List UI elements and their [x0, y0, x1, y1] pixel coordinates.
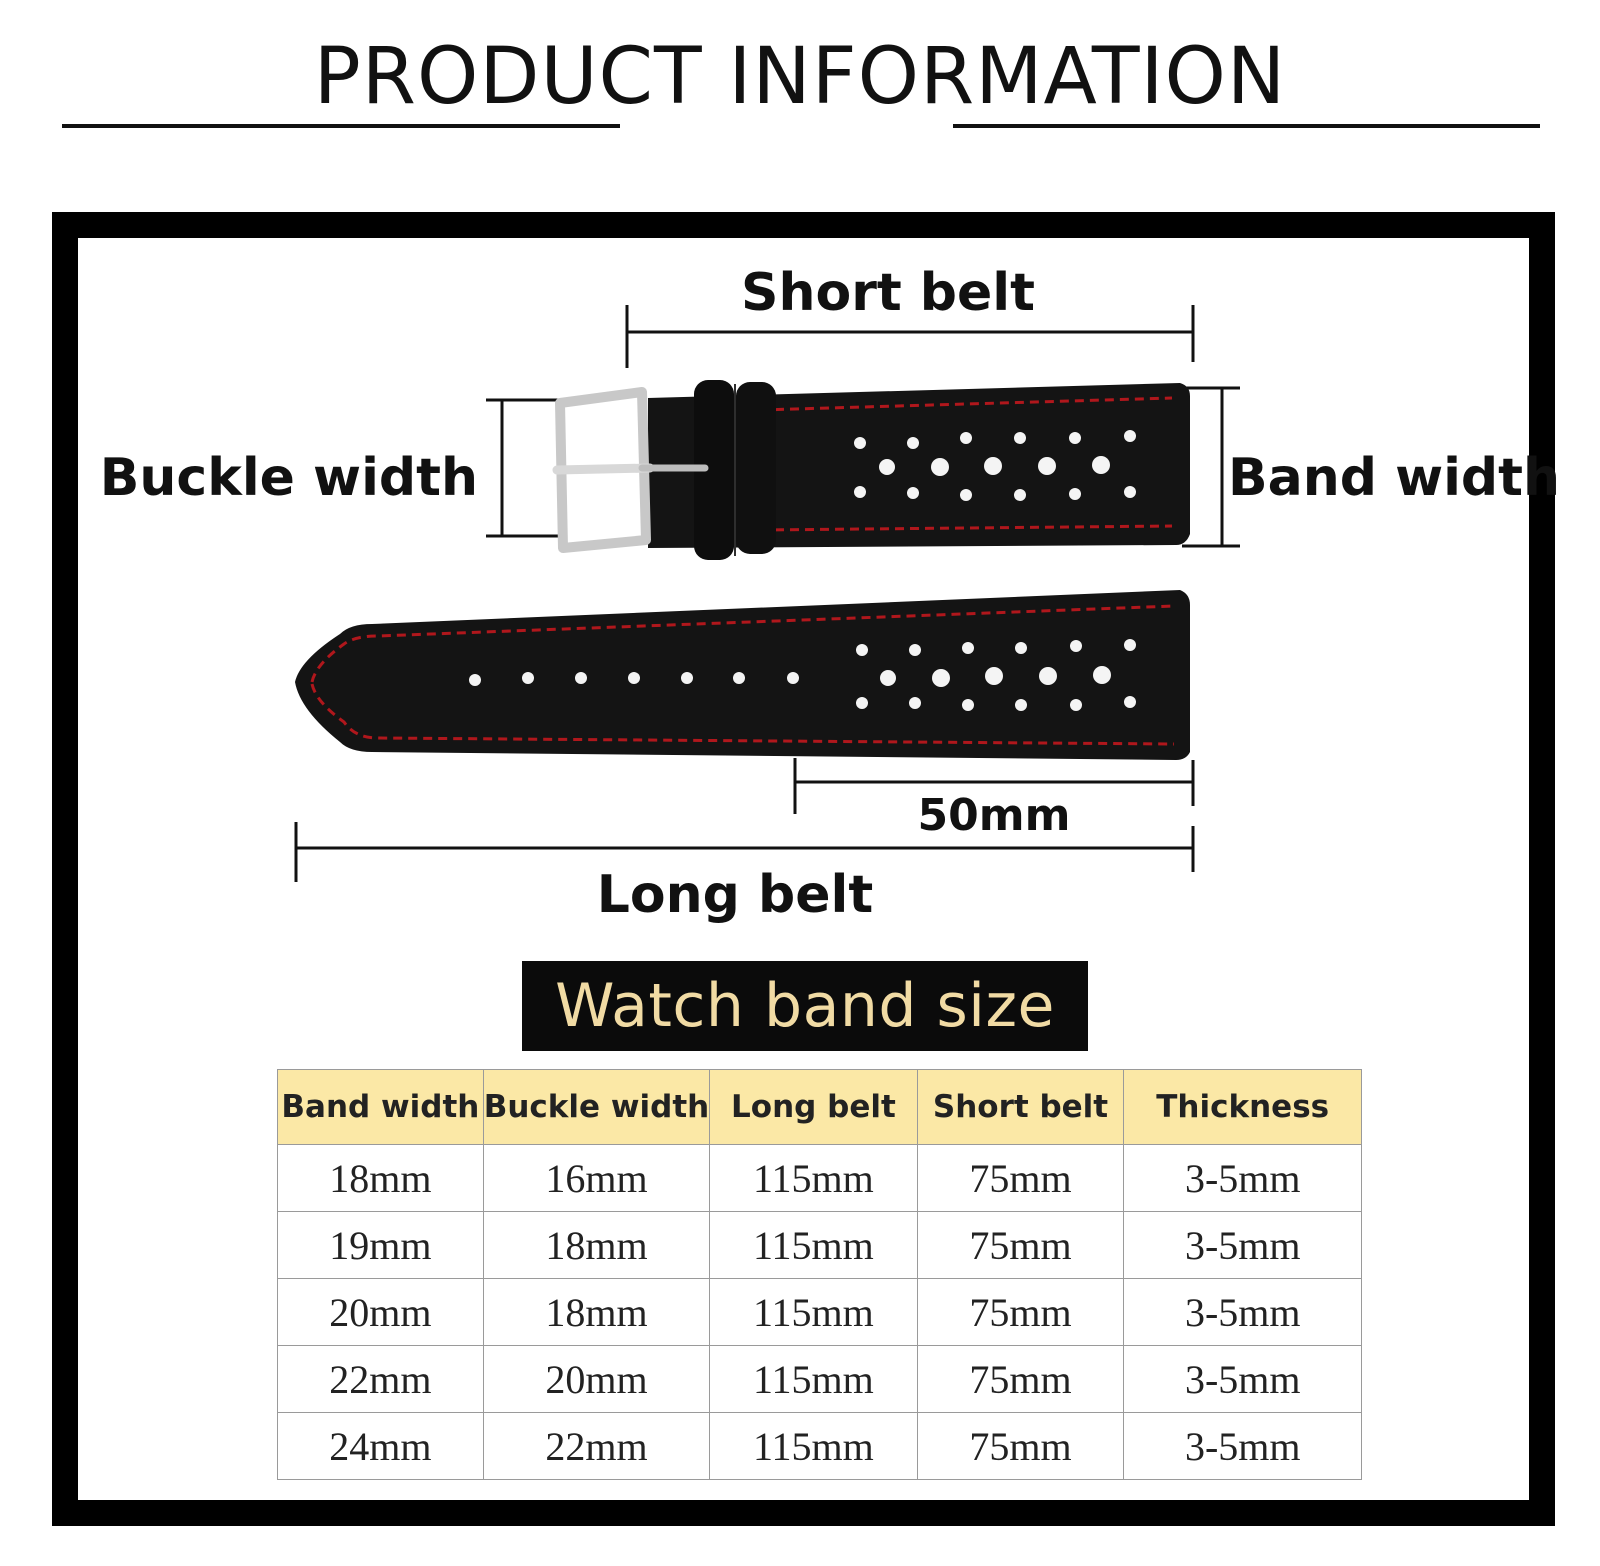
cell-short-belt: 75mm	[916, 1144, 1125, 1212]
table-row: 22mm 20mm 115mm 75mm 3-5mm	[277, 1345, 1362, 1413]
cell-short-belt: 75mm	[916, 1345, 1125, 1413]
cell-short-belt: 75mm	[916, 1412, 1125, 1480]
cell-buckle-width: 20mm	[482, 1345, 711, 1413]
short-belt-label: Short belt	[741, 263, 1035, 323]
cell-buckle-width: 18mm	[482, 1278, 711, 1346]
cell-thickness: 3-5mm	[1123, 1211, 1362, 1279]
size-table: Band width Buckle width Long belt Short …	[277, 1069, 1362, 1480]
cell-short-belt: 75mm	[916, 1211, 1125, 1279]
header-thickness: Thickness	[1123, 1069, 1362, 1145]
page-title: PRODUCT INFORMATION	[313, 32, 1287, 122]
long-belt-label: Long belt	[597, 865, 873, 925]
cell-band-width: 18mm	[277, 1144, 484, 1212]
buckle-width-label: Buckle width	[100, 448, 478, 508]
cell-band-width: 20mm	[277, 1278, 484, 1346]
header-short-belt: Short belt	[916, 1069, 1125, 1145]
cell-band-width: 22mm	[277, 1345, 484, 1413]
cell-long-belt: 115mm	[709, 1412, 918, 1480]
table-row: 18mm 16mm 115mm 75mm 3-5mm	[277, 1144, 1362, 1212]
cell-long-belt: 115mm	[709, 1278, 918, 1346]
cell-short-belt: 75mm	[916, 1278, 1125, 1346]
cell-thickness: 3-5mm	[1123, 1345, 1362, 1413]
header-long-belt: Long belt	[709, 1069, 918, 1145]
cell-long-belt: 115mm	[709, 1345, 918, 1413]
cell-thickness: 3-5mm	[1123, 1412, 1362, 1480]
cell-thickness: 3-5mm	[1123, 1278, 1362, 1346]
band-width-dimension-line	[1182, 386, 1240, 548]
long-belt-dimension-line	[294, 822, 1195, 882]
title-rule-left	[62, 124, 620, 128]
cell-long-belt: 115mm	[709, 1144, 918, 1212]
hole-span-label: 50mm	[918, 790, 1071, 841]
table-row: 19mm 18mm 115mm 75mm 3-5mm	[277, 1211, 1362, 1279]
buckle-width-dimension-line	[486, 398, 560, 538]
buckle-icon	[552, 387, 709, 553]
header-band-width: Band width	[277, 1069, 484, 1145]
hole-span-dimension-line	[793, 758, 1195, 814]
table-row: 24mm 22mm 115mm 75mm 3-5mm	[277, 1412, 1362, 1480]
table-header-row: Band width Buckle width Long belt Short …	[277, 1069, 1362, 1145]
cell-thickness: 3-5mm	[1123, 1144, 1362, 1212]
table-row: 20mm 18mm 115mm 75mm 3-5mm	[277, 1278, 1362, 1346]
strap-diagram: Short belt Buckle width Band width	[100, 263, 1560, 925]
short-belt-dimension-line	[625, 305, 1195, 368]
cell-buckle-width: 18mm	[482, 1211, 711, 1279]
header-buckle-width: Buckle width	[482, 1069, 711, 1145]
size-section-title: Watch band size	[522, 961, 1088, 1051]
long-strap	[295, 590, 1190, 760]
cell-band-width: 24mm	[277, 1412, 484, 1480]
cell-buckle-width: 22mm	[482, 1412, 711, 1480]
short-strap	[648, 380, 1190, 560]
cell-band-width: 19mm	[277, 1211, 484, 1279]
title-rule-right	[953, 124, 1540, 128]
band-width-label: Band width	[1228, 448, 1560, 508]
cell-long-belt: 115mm	[709, 1211, 918, 1279]
cell-buckle-width: 16mm	[482, 1144, 711, 1212]
